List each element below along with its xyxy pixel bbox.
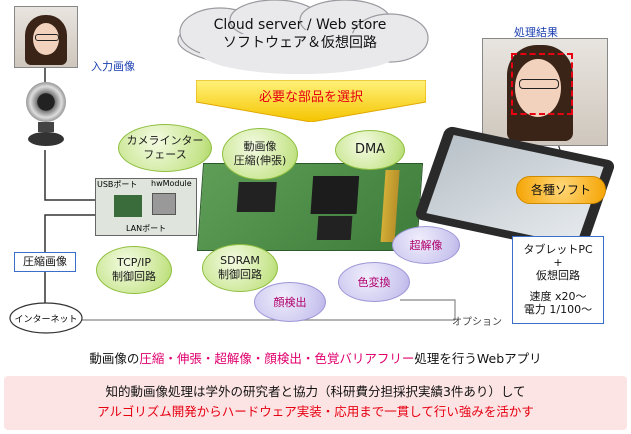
software-badge: 各種ソフト — [516, 176, 606, 204]
compressed-image-box: 圧縮画像 — [14, 252, 76, 272]
glasses-icon — [35, 34, 59, 41]
hw-module-board: USBポート hwModule LANポート — [95, 178, 197, 236]
result-photo — [482, 38, 608, 146]
internet-label: インターネット — [14, 315, 78, 325]
usb-port-label: USBポート — [97, 180, 138, 189]
bubble-color-conversion: 色変換 — [338, 262, 410, 302]
internet-cloud — [9, 302, 83, 334]
glasses-icon — [519, 79, 559, 89]
tablet-spec-box: タブレットPC + 仮想回路 速度 x20〜 電力 1/100〜 — [512, 236, 604, 324]
tablet-line4: 速度 x20〜 — [529, 290, 587, 303]
cloud-line1: Cloud server / Web store — [213, 17, 387, 33]
webapp-prefix: 動画像の — [89, 351, 140, 366]
tablet-line5: 電力 1/100〜 — [523, 303, 593, 316]
tablet-line3: 仮想回路 — [536, 269, 580, 282]
cloud-title: Cloud server / Web store ソフトウェア＆仮想回路 — [175, 17, 425, 52]
bubble-sdram: SDRAM 制御回路 — [202, 244, 278, 292]
webcam-icon — [24, 82, 68, 148]
face-detect-box — [511, 53, 573, 115]
bubble-camera-interface: カメラインター フェース — [118, 124, 212, 172]
input-image-label: 入力画像 — [91, 60, 135, 73]
tablet-line1: タブレットPC — [523, 243, 593, 256]
banner-line1: 知的動画像処理は学外の研究者と協力（科研費分担採択実績3件あり）して — [105, 384, 526, 399]
select-parts-label: 必要な部品を選択 — [258, 90, 363, 105]
bubble-tcpip: TCP/IP 制御回路 — [96, 246, 172, 294]
webapp-suffix: 処理を行うWebアプリ — [414, 351, 542, 366]
option-label: オプション — [452, 317, 502, 328]
hw-module-label: hwModule — [151, 179, 192, 188]
input-image-photo — [14, 6, 78, 68]
tablet-line2: + — [553, 256, 563, 269]
banner-line2: アルゴリズム開発からハードウェア実装・応用まで一貫して行い強みを活かす — [97, 404, 534, 419]
bubble-super-resolution: 超解像 — [392, 226, 460, 264]
lan-port-label: LANポート — [126, 224, 167, 233]
bottom-banner: 知的動画像処理は学外の研究者と協力（科研費分担採択実績3件あり）して アルゴリズ… — [4, 376, 627, 430]
bubble-dma: DMA — [335, 130, 405, 170]
fpga-board — [196, 163, 424, 251]
webapp-description: 動画像の圧縮・伸張・超解像・顔検出・色覚バリアフリー処理を行うWebアプリ — [0, 348, 631, 367]
webapp-functions: 圧縮・伸張・超解像・顔検出・色覚バリアフリー — [139, 351, 415, 366]
result-label: 処理結果 — [514, 26, 558, 39]
cloud-line2: ソフトウェア＆仮想回路 — [223, 34, 377, 51]
bubble-face-detection: 顔検出 — [254, 282, 326, 322]
select-parts-arrow — [196, 80, 426, 122]
bubble-compression: 動画像 圧縮(伸張) — [222, 128, 298, 180]
cloud-shape — [177, 0, 429, 74]
